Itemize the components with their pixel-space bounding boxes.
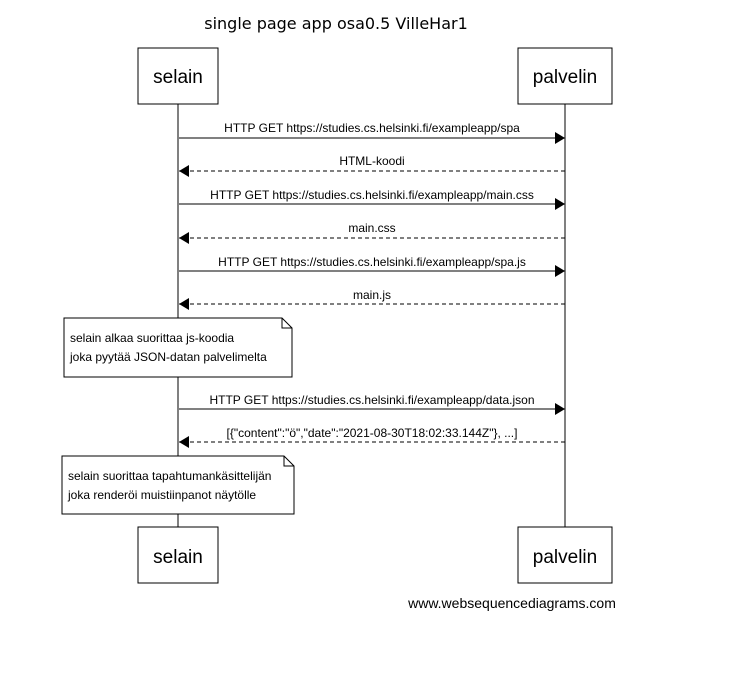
message-label: HTTP GET https://studies.cs.helsinki.fi/…	[210, 188, 534, 202]
message-json-response: [{"content":"ö","date":"2021-08-30T18:02…	[179, 426, 565, 448]
participant-label: palvelin	[533, 67, 597, 88]
participant-label: selain	[153, 547, 203, 568]
note-event-handler: selain suorittaa tapahtumankäsittelijän …	[61, 455, 295, 515]
note-line: selain alkaa suorittaa js-koodia	[70, 331, 234, 345]
participant-selain-top: selain	[137, 47, 219, 105]
message-label: HTTP GET https://studies.cs.helsinki.fi/…	[209, 393, 534, 407]
message-label: main.js	[353, 288, 391, 302]
participant-label: palvelin	[533, 547, 597, 568]
message-main-css: main.css	[179, 221, 565, 244]
note-line: selain suorittaa tapahtumankäsittelijän	[68, 469, 271, 483]
note-line: joka pyytää JSON-datan palvelimelta	[69, 350, 267, 364]
note-js-execution: selain alkaa suorittaa js-koodia joka py…	[63, 317, 293, 378]
message-http-get-spa: HTTP GET https://studies.cs.helsinki.fi/…	[179, 121, 565, 144]
message-label: HTTP GET https://studies.cs.helsinki.fi/…	[224, 121, 520, 135]
note-line: joka renderöi muistiinpanot näytölle	[67, 488, 256, 502]
participant-selain-bottom: selain	[137, 526, 219, 584]
message-http-get-main-css: HTTP GET https://studies.cs.helsinki.fi/…	[179, 188, 565, 210]
message-label: HTTP GET https://studies.cs.helsinki.fi/…	[218, 255, 526, 269]
diagram-title: single page app osa0.5 VilleHar1	[204, 14, 468, 33]
message-main-js: main.js	[179, 288, 565, 310]
message-http-get-spa-js: HTTP GET https://studies.cs.helsinki.fi/…	[179, 255, 565, 277]
message-label: main.css	[348, 221, 395, 235]
message-label: [{"content":"ö","date":"2021-08-30T18:02…	[227, 426, 518, 440]
message-label: HTML-koodi	[339, 154, 404, 168]
participant-palvelin-top: palvelin	[517, 47, 613, 105]
participant-label: selain	[153, 67, 203, 88]
watermark-link[interactable]: www.websequencediagrams.com	[407, 595, 616, 611]
participant-palvelin-bottom: palvelin	[517, 526, 613, 584]
message-http-get-data-json: HTTP GET https://studies.cs.helsinki.fi/…	[179, 393, 565, 415]
message-html-koodi: HTML-koodi	[179, 154, 565, 177]
